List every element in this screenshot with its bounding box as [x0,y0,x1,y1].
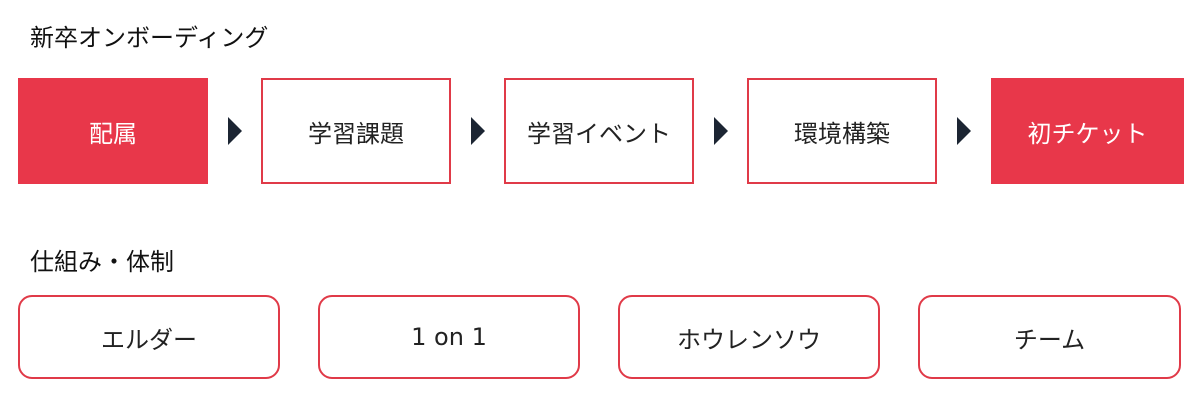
chevron-right-icon [957,117,971,145]
card-team: チーム [918,295,1181,379]
card-elder: エルダー [18,295,280,379]
onboarding-flow: 配属 学習課題 学習イベント 環境構築 初チケット [18,78,1184,184]
chevron-right-icon [714,117,728,145]
step-environment-setup: 環境構築 [747,78,937,184]
step-study-event: 学習イベント [504,78,694,184]
structure-section-title: 仕組み・体制 [30,248,174,276]
onboarding-section-title: 新卒オンボーディング [30,24,269,52]
card-one-on-one: 1 on 1 [318,295,580,379]
chevron-right-icon [228,117,242,145]
structure-cards: エルダー 1 on 1 ホウレンソウ チーム [18,295,1184,379]
step-study-assignment: 学習課題 [261,78,451,184]
step-assignment: 配属 [18,78,208,184]
card-horenso: ホウレンソウ [618,295,880,379]
step-first-ticket: 初チケット [991,78,1184,184]
chevron-right-icon [471,117,485,145]
